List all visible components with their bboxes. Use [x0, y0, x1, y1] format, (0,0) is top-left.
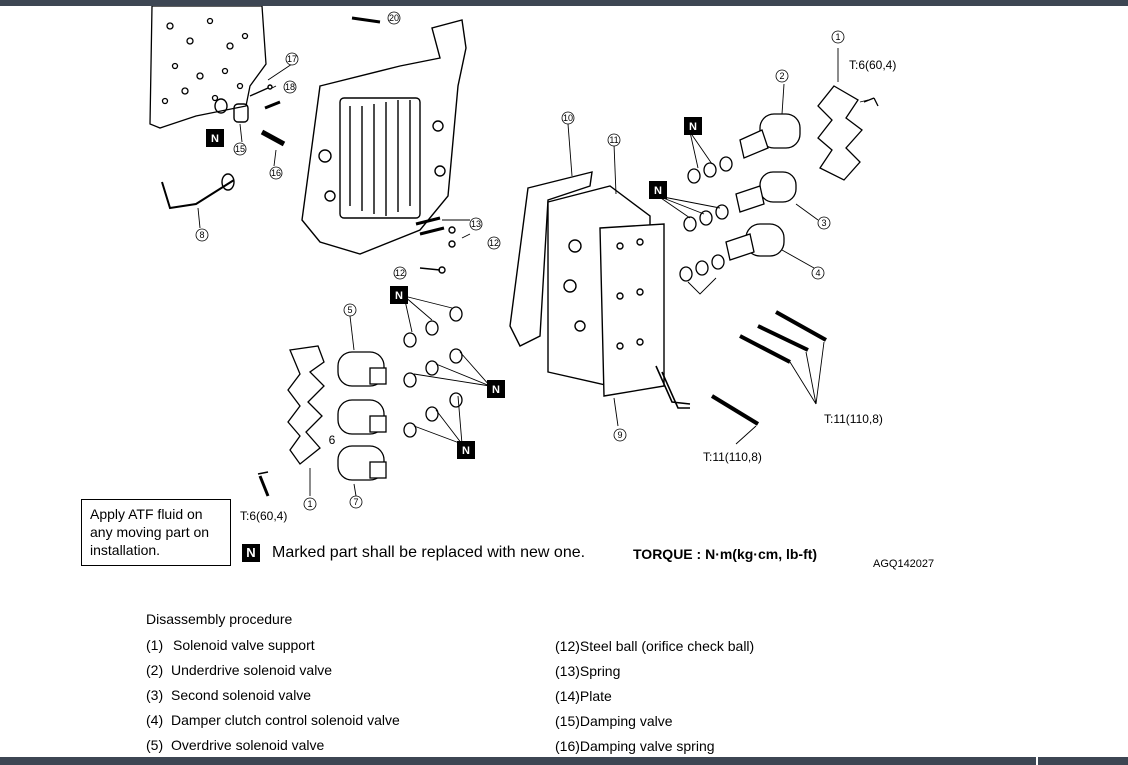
callout-18: 18: [285, 82, 295, 92]
list-item: (3) Second solenoid valve: [146, 685, 400, 710]
bottom-bar-divider: [1036, 757, 1038, 765]
callout-7: 7: [353, 497, 358, 507]
item-text: Spring: [579, 663, 621, 679]
list-item: (5) Overdrive solenoid valve: [146, 735, 400, 760]
legend-text: Marked part shall be replaced with new o…: [272, 544, 586, 561]
new-part-legend: N Marked part shall be replaced with new…: [242, 544, 585, 562]
list-item: (12)Steel ball (orifice check ball): [555, 636, 754, 661]
small-parts-left: [161, 16, 456, 274]
exploded-diagram: 1 2 3 4 5 6 7 1 8 9 10 11 12 12 13 15 16…: [149, 6, 896, 511]
n-mark-5: [487, 380, 505, 398]
item-text: Damper clutch control solenoid valve: [171, 712, 400, 728]
window-bottom-bar: [0, 757, 1128, 765]
torque-label-bolts-right: T:11(110,8): [824, 412, 883, 426]
item-number: (1): [146, 637, 164, 653]
torque-label-bolt-center: T:11(110,8): [703, 450, 762, 464]
item-text: Underdrive solenoid valve: [171, 662, 333, 678]
list-item: (2) Underdrive solenoid valve: [146, 660, 400, 685]
item-number: (2): [146, 662, 164, 678]
callout-6: 6: [329, 433, 336, 447]
item-text: Plate: [579, 688, 612, 704]
callout-2: 2: [779, 71, 784, 81]
callout-12-left: 12: [395, 268, 405, 278]
torque-units: TORQUE : N·m(kg·cm, lb-ft): [633, 546, 818, 562]
callout-20: 20: [389, 13, 399, 23]
item-text: Solenoid valve support: [173, 637, 315, 653]
item-text: Second solenoid valve: [171, 687, 312, 703]
leader-lines: [197, 48, 869, 497]
callout-17: 17: [287, 54, 297, 64]
list-item: (14)Plate: [555, 686, 754, 711]
n-mark-3: [649, 181, 667, 199]
callout-13: 13: [471, 219, 481, 229]
svg-text:N: N: [689, 121, 697, 133]
bolts: [257, 310, 827, 497]
callout-4: 4: [815, 268, 820, 278]
svg-text:N: N: [395, 290, 403, 302]
upper-valve-body: [301, 19, 467, 255]
callout-8: 8: [199, 230, 204, 240]
callout-12-right: 12: [489, 238, 499, 248]
callout-1-bottom: 1: [307, 499, 312, 509]
n-mark-legend: N: [242, 544, 260, 562]
list-item: (4) Damper clutch control solenoid valve: [146, 710, 400, 735]
procedure-list-left: (1) Solenoid valve support (2) Underdrive …: [146, 635, 400, 760]
torque-label-bottom-left: T:6(60,4): [240, 509, 288, 523]
list-item: (1) Solenoid valve support: [146, 635, 400, 660]
callout-numbers: 1 2 3 4 5 6 7 1 8 9 10 11 12 12 13 15 16…: [195, 11, 845, 511]
separator-plate: [149, 6, 267, 129]
callout-1-top: 1: [835, 32, 840, 42]
item-number: (13): [555, 663, 580, 679]
item-number: (14): [555, 688, 580, 704]
item-text: Steel ball (orifice check ball): [579, 638, 755, 654]
item-text: Damping valve: [579, 713, 673, 729]
n-mark-6: [457, 441, 475, 459]
n-mark-4: [390, 286, 408, 304]
item-number: (4): [146, 712, 164, 728]
n-mark-2: [684, 117, 702, 135]
callout-15: 15: [235, 144, 245, 154]
procedure-title: Disassembly procedure: [146, 611, 293, 627]
callout-9: 9: [617, 430, 622, 440]
procedure-list-right: (12)Steel ball (orifice check ball) (13)…: [555, 636, 754, 761]
item-text: Damping valve spring: [579, 738, 715, 754]
lower-valve-body: [509, 171, 665, 397]
item-number: (12): [555, 638, 580, 654]
callout-3: 3: [821, 218, 826, 228]
torque-label-top-right: T:6(60,4): [849, 58, 896, 72]
list-item: (16)Damping valve spring: [555, 736, 754, 761]
svg-text:N: N: [492, 384, 500, 396]
callout-10: 10: [563, 113, 573, 123]
figure-reference: AGQ142027: [873, 558, 935, 570]
svg-text:N: N: [654, 185, 662, 197]
callout-11: 11: [609, 135, 618, 145]
callout-16: 16: [271, 168, 281, 178]
window-top-bar: [0, 0, 1128, 6]
svg-text:N: N: [462, 445, 470, 457]
callout-5: 5: [347, 305, 352, 315]
svg-text:N: N: [211, 133, 219, 145]
atf-note-text: Apply ATF fluid on any moving part on in…: [90, 506, 210, 558]
n-mark-1: [206, 129, 224, 147]
list-item: (15)Damping valve: [555, 711, 754, 736]
new-part-marks: N N N N N N: [206, 117, 702, 459]
item-number: (3): [146, 687, 164, 703]
list-item: (13)Spring: [555, 661, 754, 686]
solenoid-valves-right: [679, 85, 879, 282]
item-text: Overdrive solenoid valve: [171, 737, 325, 753]
atf-note-box: Apply ATF fluid on any moving part on in…: [81, 499, 231, 566]
item-number: (16): [555, 738, 580, 754]
item-number: (15): [555, 713, 580, 729]
item-number: (5): [146, 737, 164, 753]
solenoid-valves-left: [287, 306, 463, 481]
